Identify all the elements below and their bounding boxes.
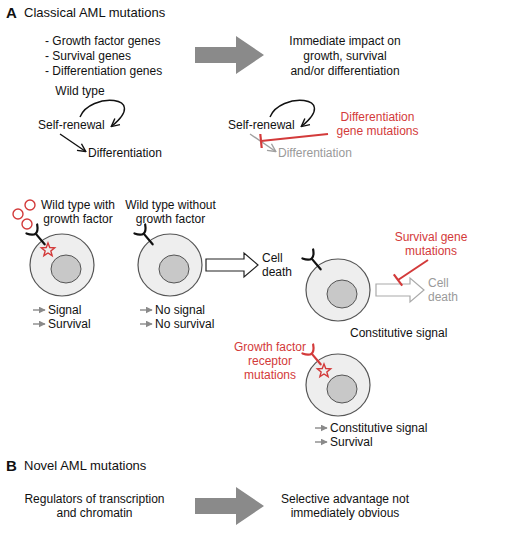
advantage-text: Selective advantage not immediately obvi…: [279, 492, 411, 520]
block-arrow: [195, 487, 264, 525]
inhibitor-line: [398, 260, 428, 280]
cell-label: Survival: [330, 435, 373, 449]
cell-membrane: [30, 234, 94, 296]
cell-label: Constitutive signal: [330, 421, 427, 435]
cell: Constitutive signalSurvival: [305, 353, 371, 417]
regulator-text: Regulators of transcription and chromati…: [22, 492, 167, 520]
small-arrow: [140, 323, 152, 324]
cell-label: Constitutive signal: [350, 326, 447, 340]
mutation-label: Differentiation gene mutations: [330, 110, 425, 138]
cell-label: Wild type without growth factor: [123, 198, 218, 226]
process-label: Differentiation: [278, 146, 352, 160]
mutation-class-item: - Survival genes: [45, 49, 131, 64]
cell-outline: [29, 233, 95, 297]
process-label: Self-renewal: [38, 118, 105, 132]
differentiation-arrow: [60, 134, 85, 151]
process-label: Self-renewal: [228, 118, 295, 132]
section-title: Classical AML mutations: [24, 5, 165, 21]
growth-factor: [13, 209, 23, 219]
mutation-class-item: - Growth factor genes: [45, 34, 160, 49]
small-arrow: [33, 309, 45, 310]
mutation-class-item: - Differentiation genes: [45, 64, 162, 79]
growth-factor: [25, 200, 35, 210]
small-arrow: [140, 309, 152, 310]
group-label: Wild type: [40, 84, 120, 98]
mutation-label: Growth factor receptor mutations: [232, 340, 308, 382]
cell-label: Survival: [48, 317, 91, 331]
death-arrow: [376, 278, 424, 302]
impact-text: Immediate impact on growth, survival and…: [287, 34, 403, 79]
inhibitor-bar: [260, 134, 261, 148]
growth-factor: [22, 219, 32, 229]
cell-label: No signal: [155, 303, 205, 317]
small-arrow: [33, 323, 45, 324]
inhibitor-bar: [394, 274, 402, 285]
cell: Wild type with growth factorSignalSurviv…: [29, 233, 95, 297]
cell-outline: [305, 353, 371, 417]
section-title: Novel AML mutations: [24, 458, 146, 474]
mutation-label: Survival gene mutations: [390, 230, 472, 258]
small-arrow: [315, 427, 327, 428]
cell-label: Signal: [48, 303, 81, 317]
differentiation-arrow: [250, 134, 275, 151]
cell-label: Wild type with growth factor: [38, 198, 118, 226]
small-arrow: [315, 441, 327, 442]
process-label: Differentiation: [88, 146, 162, 160]
panel-letter: A: [6, 4, 17, 22]
outcome-label: Cell death: [262, 251, 298, 279]
cell-membrane: [306, 259, 370, 321]
cell: Wild type without growth factorNo signal…: [137, 233, 203, 297]
outcome-label: Cell death: [428, 276, 464, 304]
cell-label: No survival: [155, 317, 214, 331]
death-arrow: [206, 253, 258, 277]
cell-membrane: [306, 354, 370, 416]
inhibitor-line: [261, 134, 328, 141]
block-arrow: [195, 36, 264, 74]
cell-outline: [305, 258, 371, 322]
cell-outline: [137, 233, 203, 297]
cell: Constitutive signal: [305, 258, 371, 322]
cell-membrane: [138, 234, 202, 296]
panel-letter: B: [6, 457, 17, 475]
